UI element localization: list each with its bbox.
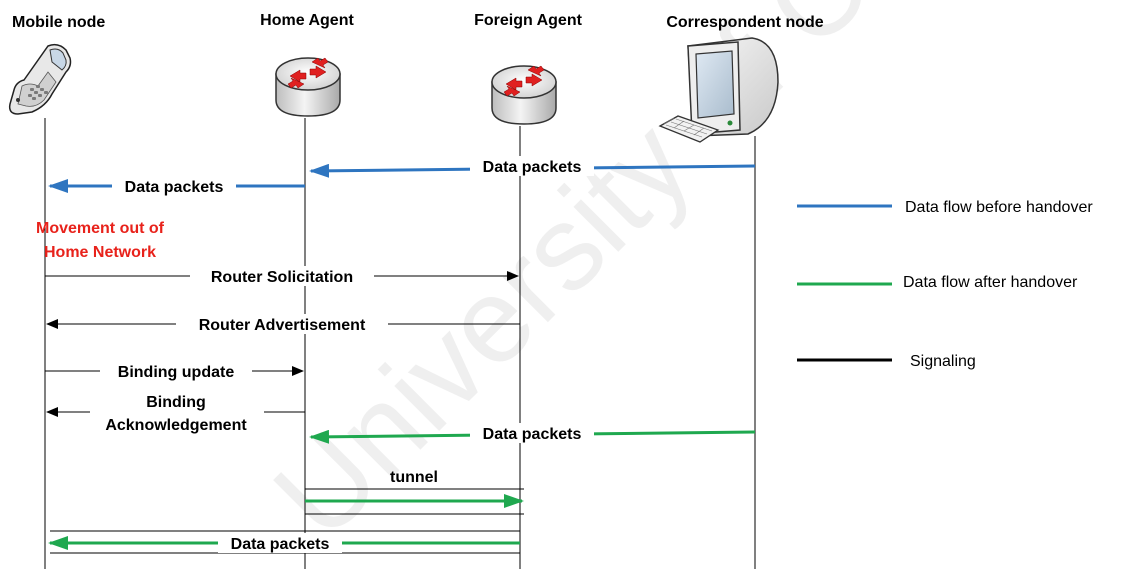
movement-note-line2: Home Network: [44, 244, 156, 261]
data-before-mn-label: Data packets: [125, 179, 224, 196]
label-bg: [470, 156, 594, 176]
tunnel-label: tunnel: [390, 469, 438, 486]
desktop-computer-icon: [658, 37, 779, 143]
label-bg: [218, 533, 342, 553]
data-after-mn-label: Data packets: [231, 536, 330, 553]
entity-label-correspondent: Correspondent node: [666, 14, 823, 31]
label-bg: [176, 314, 388, 334]
router-solicitation-label: Router Solicitation: [211, 269, 353, 286]
mobile-phone-icon: [8, 43, 72, 115]
legend-label-after: Data flow after handover: [903, 274, 1078, 291]
entity-label-home: Home Agent: [260, 12, 354, 29]
router-icon: [275, 57, 341, 117]
data-after-top-label: Data packets: [483, 426, 582, 443]
router-advertisement-label: Router Advertisement: [199, 317, 366, 334]
entity-label-foreign: Foreign Agent: [474, 12, 583, 29]
entity-label-mobile: Mobile node: [12, 14, 105, 31]
router-icon: [491, 65, 557, 125]
data-before-top-label: Data packets: [483, 159, 582, 176]
label-bg: [90, 393, 264, 435]
legend-label-before: Data flow before handover: [905, 199, 1093, 216]
label-bg: [470, 423, 594, 443]
label-bg: [190, 266, 374, 286]
binding-update-label: Binding update: [118, 364, 235, 381]
label-bg: [112, 176, 236, 196]
legend: Data flow before handover Data flow afte…: [797, 199, 1093, 370]
label-bg: [100, 361, 252, 381]
binding-ack-label-line2: Acknowledgement: [105, 417, 247, 434]
legend-label-signal: Signaling: [910, 353, 976, 370]
movement-note-line1: Movement out of: [36, 220, 165, 237]
binding-ack-label-line1: Binding: [146, 394, 206, 411]
